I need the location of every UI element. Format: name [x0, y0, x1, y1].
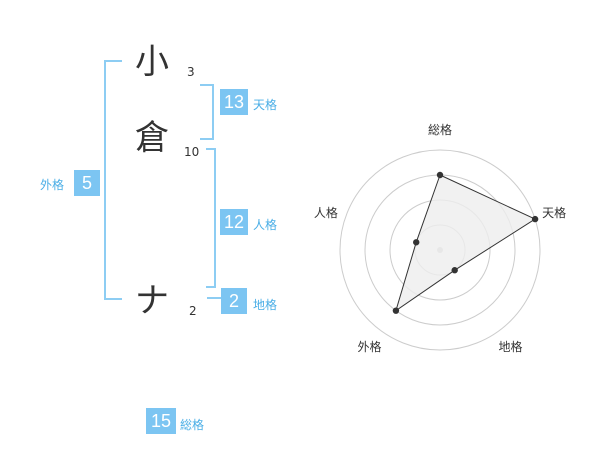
tenkaku-value: 13 — [220, 89, 248, 115]
jinkaku-label: 人格 — [253, 218, 278, 232]
name-char-2: 倉 — [135, 118, 169, 158]
radar-point-3 — [392, 307, 400, 314]
chikaku-label: 地格 — [253, 298, 278, 312]
soukaku-label: 総格 — [180, 418, 205, 432]
gaikaku-label: 外格 — [40, 178, 65, 192]
gaikaku-value: 5 — [74, 170, 100, 196]
radar-point-0 — [436, 171, 444, 179]
soukaku-value: 15 — [146, 408, 176, 434]
radar-area — [395, 174, 537, 312]
chikaku-connector — [207, 297, 221, 299]
name-char-3: ナ — [135, 281, 169, 321]
radar-axis-label-2: 地格 — [498, 339, 522, 354]
radar-point-4 — [413, 239, 420, 246]
radar-point-1 — [531, 215, 539, 223]
stroke-count-2: 10 — [184, 145, 200, 159]
tenkaku-label: 天格 — [253, 98, 278, 112]
radar-axis-label-0: 総格 — [428, 122, 452, 137]
radar-axis-label-4: 人格 — [314, 205, 338, 220]
radar-points — [392, 171, 539, 314]
chikaku-value: 2 — [221, 288, 247, 314]
radar-point-2 — [451, 267, 458, 274]
stroke-count-1: 3 — [187, 65, 195, 79]
radar-axis-label-1: 天格 — [542, 205, 566, 220]
jinkaku-bracket — [206, 148, 216, 288]
radar-ring-4 — [339, 149, 541, 351]
name-char-1: 小 — [135, 42, 169, 82]
gaikaku-bracket — [104, 60, 122, 300]
tenkaku-bracket — [200, 84, 214, 140]
jinkaku-value: 12 — [220, 209, 248, 235]
radar-axis-label-3: 外格 — [357, 339, 381, 354]
stroke-count-3: 2 — [189, 304, 197, 318]
